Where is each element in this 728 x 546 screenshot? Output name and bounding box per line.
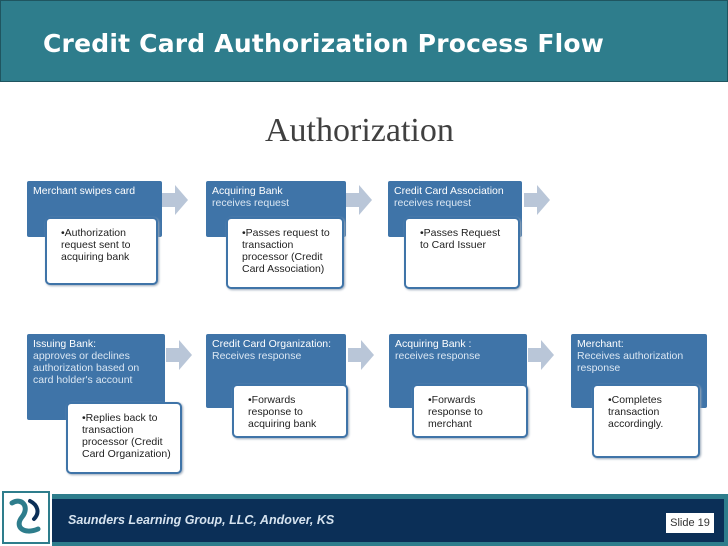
- step-detail: •Completes transaction accordingly.: [608, 394, 664, 430]
- step-detail: •Forwards response to merchant: [428, 394, 483, 430]
- company-logo-icon: [0, 489, 52, 546]
- step-subtitle: receives request: [394, 197, 472, 209]
- step-detail-box: •Replies back to transaction processor (…: [66, 402, 182, 474]
- step-title: Credit Card Association: [394, 185, 504, 197]
- step-detail-box: •Forwards response to acquiring bank: [232, 384, 348, 438]
- slide-title: Credit Card Authorization Process Flow: [43, 29, 605, 58]
- step-detail: •Passes request to transaction processor…: [242, 227, 330, 275]
- step-subtitle: receives response: [395, 350, 481, 362]
- slide-footer: Saunders Learning Group, LLC, Andover, K…: [0, 494, 728, 546]
- step-detail: •Replies back to transaction processor (…: [82, 412, 171, 460]
- flow-arrow-icon: [162, 185, 188, 215]
- step-subtitle: receives request: [212, 197, 290, 209]
- slide-header: Credit Card Authorization Process Flow: [0, 0, 728, 82]
- step-detail-box: •Passes Request to Card Issuer: [404, 217, 520, 289]
- step-detail: •Forwards response to acquiring bank: [248, 394, 317, 430]
- step-detail-box: •Forwards response to merchant: [412, 384, 528, 438]
- flow-arrow-icon: [346, 185, 372, 215]
- step-title: Merchant:: [577, 338, 624, 350]
- step-detail-box: •Completes transaction accordingly.: [592, 384, 700, 458]
- flow-arrow-icon: [348, 340, 374, 370]
- step-title: Acquiring Bank: [212, 185, 283, 197]
- step-detail-box: •Passes request to transaction processor…: [226, 217, 344, 289]
- flow-arrow-icon: [166, 340, 192, 370]
- step-title: Acquiring Bank :: [395, 338, 472, 350]
- step-detail-box: •Authorization request sent to acquiring…: [45, 217, 158, 285]
- step-detail: •Passes Request to Card Issuer: [420, 227, 501, 251]
- step-detail: •Authorization request sent to acquiring…: [61, 227, 131, 263]
- footer-organization: Saunders Learning Group, LLC, Andover, K…: [68, 513, 335, 527]
- step-title: Issuing Bank:: [33, 338, 97, 350]
- diagram-heading: Authorization: [265, 112, 454, 149]
- slide-number: Slide 19: [666, 513, 714, 533]
- flow-arrow-icon: [528, 340, 554, 370]
- step-title: Merchant swipes card: [33, 185, 136, 197]
- step-title: Credit Card Organization:: [212, 338, 332, 350]
- flow-arrow-icon: [524, 185, 550, 215]
- step-subtitle: approves or declines authorization based…: [33, 350, 140, 386]
- step-subtitle: Receives response: [212, 350, 302, 362]
- footer-bar: Saunders Learning Group, LLC, Andover, K…: [52, 499, 724, 542]
- step-subtitle: Receives authorization response: [577, 350, 684, 374]
